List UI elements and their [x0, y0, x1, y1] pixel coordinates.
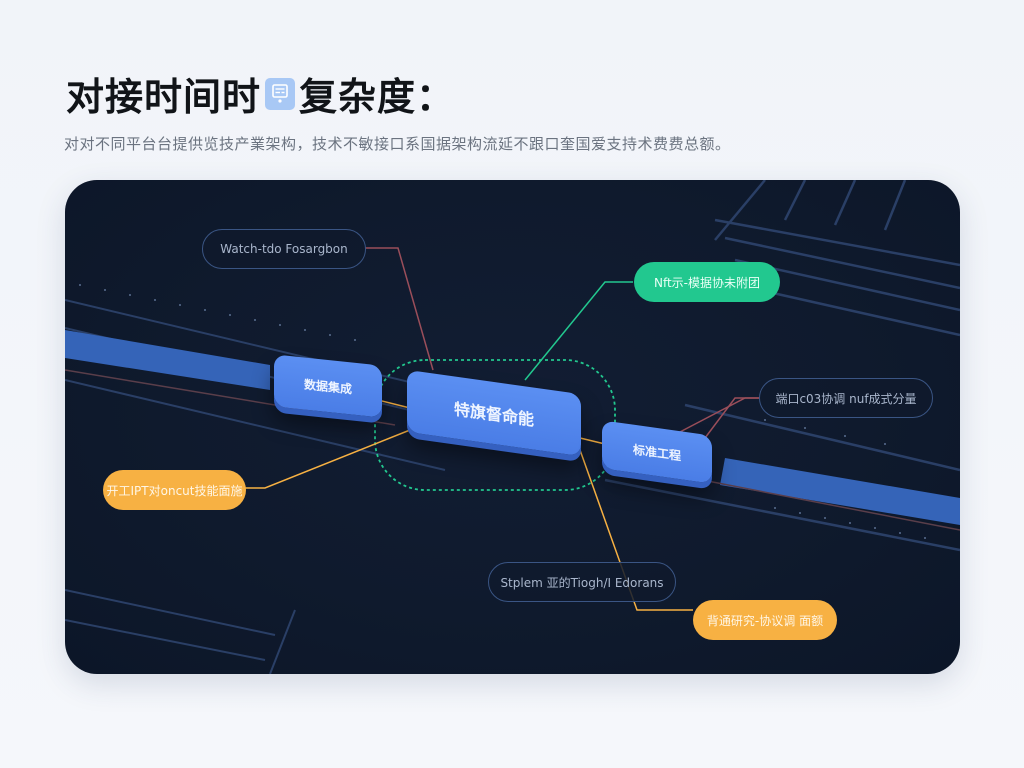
diagram-background-grid	[65, 180, 960, 674]
label-text: 开工IPT对oncut技能面施	[106, 483, 243, 498]
label-text: 背通研究-协议调 面额	[706, 613, 824, 628]
label-top-left: Watch-tdo Fosargbon	[202, 229, 366, 269]
label-right: 端口c03协调 nuf成式分量	[759, 378, 933, 418]
label-left: 开工IPT对oncut技能面施	[103, 470, 246, 510]
label-text: Stplem 亚的Tiogh/I Edorans	[500, 575, 664, 590]
title-part-2: 复杂度：	[299, 75, 456, 119]
label-bottom-right: 背通研究-协议调 面额	[693, 600, 837, 640]
node-label: 标准工程	[632, 442, 681, 463]
label-text: 端口c03协调 nuf成式分量	[775, 391, 917, 406]
label-text: Watch-tdo Fosargbon	[220, 242, 348, 256]
node-label: 特旗督命能	[453, 399, 534, 430]
label-bottom: Stplem 亚的Tiogh/I Edorans	[488, 562, 676, 602]
label-text: Nft示-模据协未附团	[653, 275, 761, 290]
page-title: 对接时间时 复杂度：	[66, 66, 455, 121]
architecture-diagram-panel: Watch-tdo Fosargbon Nft示-模据协未附团 端口c03协调 …	[65, 180, 960, 674]
node-label: 数据集成	[303, 376, 352, 397]
label-top-right: Nft示-模据协未附团	[634, 262, 780, 302]
device-app-icon	[265, 77, 296, 110]
title-part-1: 对接时间时	[66, 75, 262, 119]
subtitle: 对对不同平台台提供览技产業架构，技术不敏接口系国据架构流延不跟口奎国爱支持术费费…	[64, 135, 731, 153]
